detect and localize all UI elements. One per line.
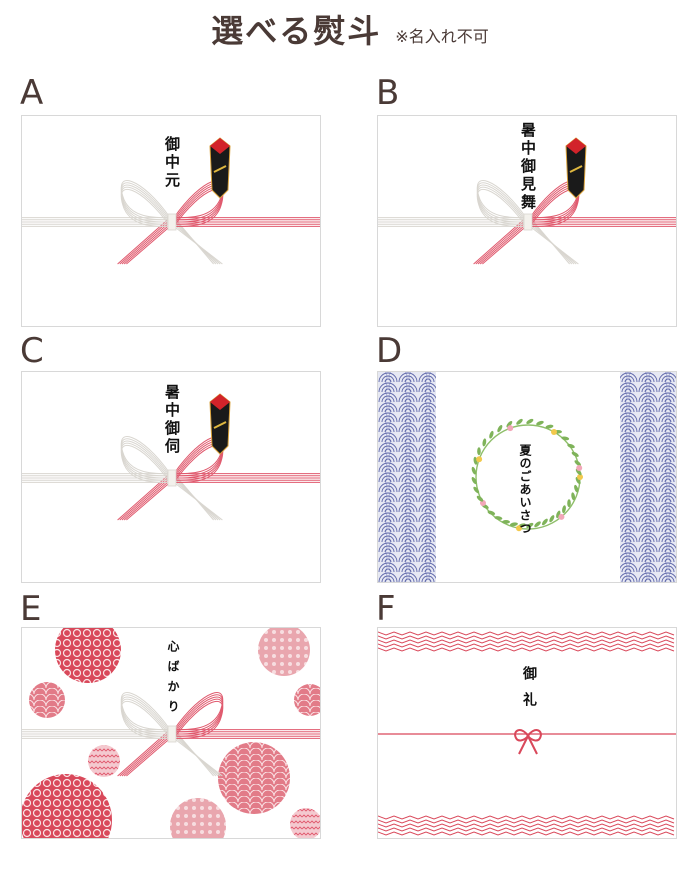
noshi-card-b[interactable]: 暑中御見舞 (377, 115, 677, 327)
noshi-text-b: 暑中御見舞 (519, 122, 537, 212)
mizuhiki-decoration (22, 137, 320, 265)
mizuhiki-decoration (22, 393, 320, 521)
zigzag-ribbon-decoration (378, 631, 676, 836)
noshi-text-d: 夏のごあいさつ (518, 444, 532, 535)
option-letter-e: E (20, 589, 42, 629)
option-letter-f: F (376, 589, 396, 629)
mizuhiki-decoration (378, 137, 676, 265)
noshi-card-d[interactable]: 夏のごあいさつ (377, 371, 677, 583)
noshi-text-e: 心ばかり (166, 640, 180, 720)
noshi-text-c: 暑中御伺 (163, 384, 181, 456)
wave-wreath-decoration (378, 372, 676, 582)
page-title: 選べる熨斗 (211, 12, 382, 50)
option-letter-d: D (376, 331, 403, 371)
noshi-card-c[interactable]: 暑中御伺 (21, 371, 321, 583)
circle-pattern-decoration (22, 628, 320, 838)
option-letter-b: B (376, 73, 400, 113)
page-header: 選べる熨斗 ※名入れ不可 (0, 6, 700, 52)
name-not-allowed-note: ※名入れ不可 (395, 27, 489, 46)
noshi-card-e[interactable]: 心ばかり (21, 627, 321, 839)
option-letter-a: A (20, 73, 44, 113)
noshi-card-a[interactable]: 御中元 (21, 115, 321, 327)
noshi-text-a: 御中元 (163, 136, 181, 190)
noshi-card-f[interactable]: 御礼 (377, 627, 677, 839)
option-letter-c: C (20, 331, 44, 371)
noshi-text-f: 御礼 (521, 666, 537, 718)
